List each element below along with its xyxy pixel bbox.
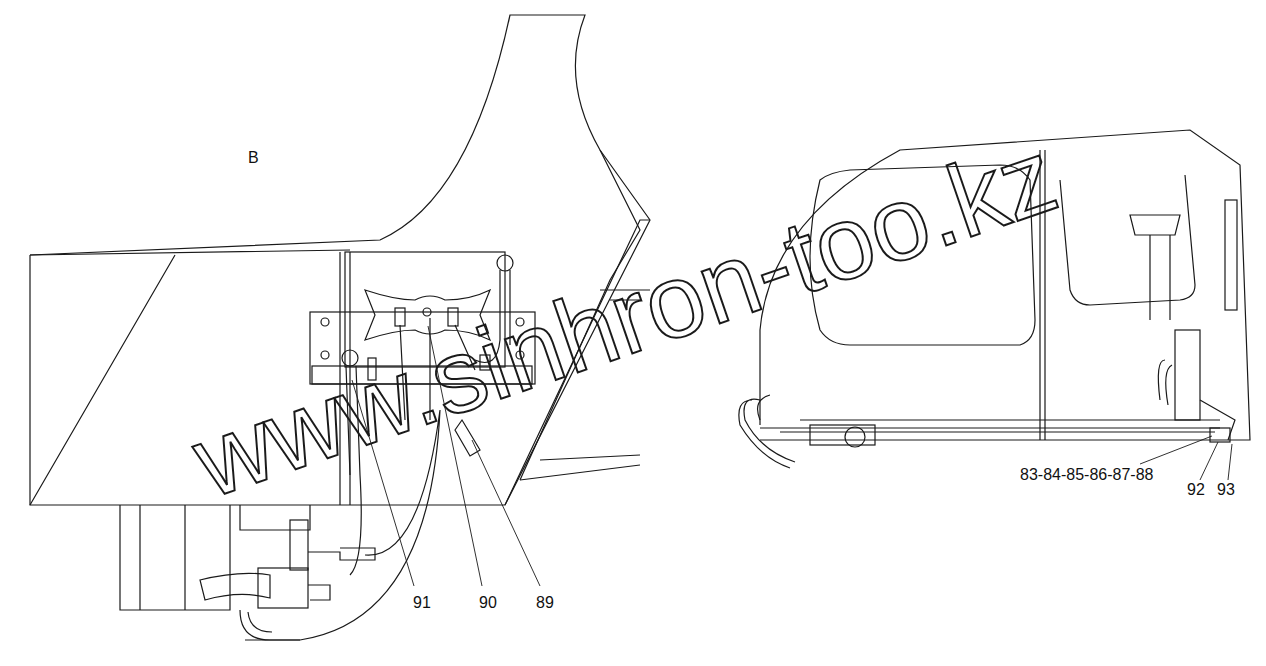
callout-number: 93 — [1217, 481, 1235, 499]
callout-number: 83-84-85-86-87-88 — [1020, 466, 1153, 484]
callout-number: 89 — [536, 594, 554, 612]
watermark: www.sinhron-too.kz — [181, 119, 1069, 517]
view-letter: B — [248, 149, 259, 167]
callout-number: 92 — [1187, 481, 1205, 499]
callout-number: 91 — [413, 594, 431, 612]
callout-number: 90 — [479, 594, 497, 612]
